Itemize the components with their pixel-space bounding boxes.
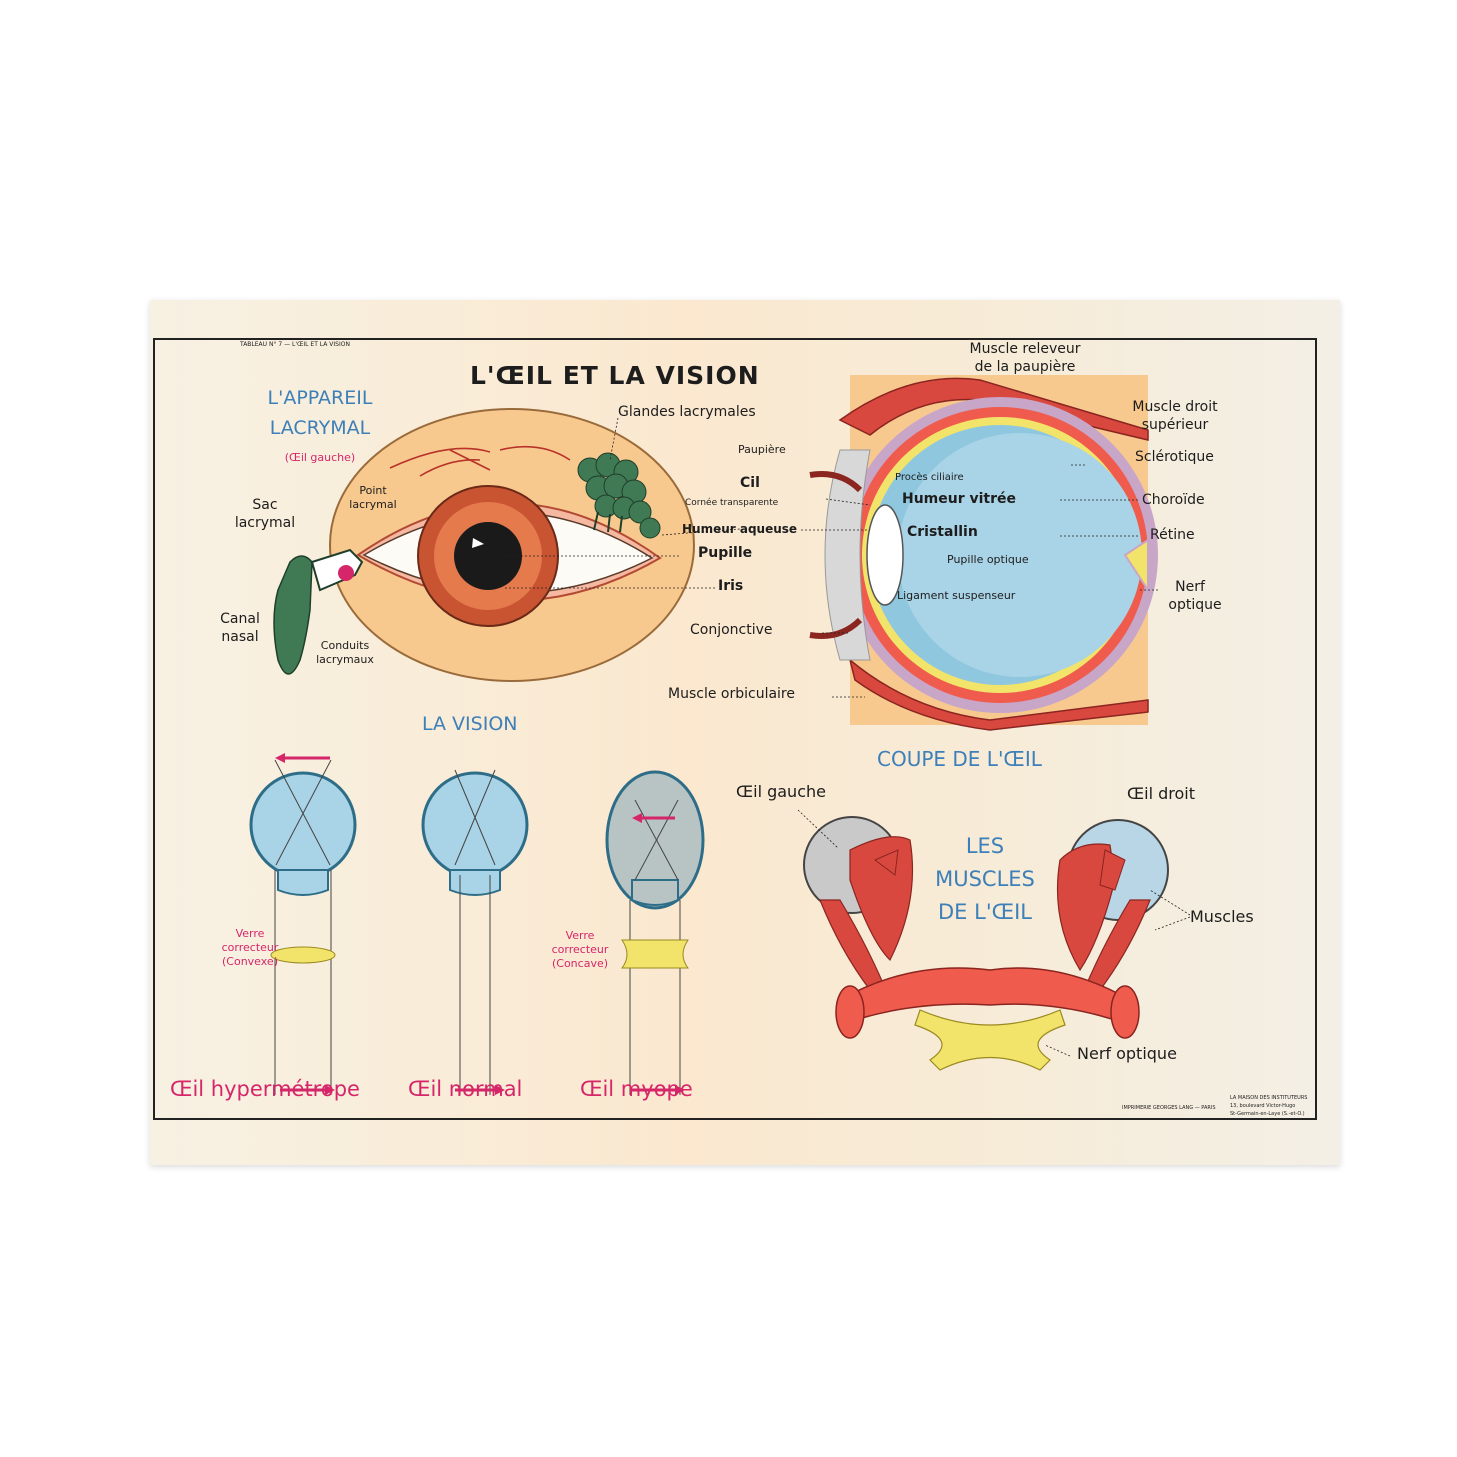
verre1-line2: correcteur [221,941,279,954]
leader-lines [505,417,1191,1057]
label-conduits-line2: lacrymaux [316,653,374,666]
label-oeil-droit: Œil droit [1127,784,1195,803]
label-canal-line2: nasal [221,629,259,645]
label-droit-line1: Muscle droit [1132,399,1218,415]
lacrymal-subtitle: (Œil gauche) [284,451,356,464]
lacrymal-heading-line1: L'APPAREIL [267,387,373,409]
muscles-title-line1: LES [965,834,1005,858]
footer-imprimerie: IMPRIMERIE GEORGES LANG — PARIS [1122,1105,1216,1111]
label-oeil-myope: Œil myope [580,1077,693,1101]
label-oeil-hypermetrope: Œil hypermétrope [170,1077,360,1101]
label-cornee: Cornée transparente [685,498,779,508]
muscles-title-line2: MUSCLES [935,867,1035,891]
label-sac-line1: Sac [252,497,278,513]
label-sac-line2: lacrymal [234,515,296,531]
footer-maison-line1: LA MAISON DES INSTITUTEURS [1230,1095,1308,1101]
lacrymal-heading-line2: LACRYMAL [269,417,371,439]
label-retine: Rétine [1150,527,1195,543]
label-proces: Procès ciliaire [895,472,964,483]
vision-normal [421,769,529,1095]
label-muscles: Muscles [1190,907,1254,926]
label-sclerotique: Sclérotique [1135,449,1214,465]
muscles-title-line3: DE L'ŒIL [938,900,1032,924]
vision-hypermetrope [249,753,357,1095]
anatomy-poster: TABLEAU N° 7 — L'ŒIL ET LA VISION L'ŒIL … [150,300,1340,1165]
label-nerf-line1: Nerf [1175,579,1205,595]
label-pupille-optique: Pupille optique [947,553,1029,566]
label-humeur-aqueuse: Humeur aqueuse [682,522,798,536]
verre2-line1: Verre [565,929,595,942]
verre1-line3: (Convexe) [222,955,278,968]
label-point-line1: Point [359,484,387,497]
vision-myope [605,770,705,1095]
verre2-line3: (Concave) [551,957,609,970]
label-conduits-line1: Conduits [320,639,370,652]
label-nerf-optique: Nerf optique [1077,1044,1177,1063]
label-conjonctive: Conjonctive [690,622,773,638]
vision-heading: LA VISION [422,713,518,735]
poster-illustrations [249,375,1191,1095]
verre1-line1: Verre [235,927,265,940]
label-orbiculaire: Muscle orbiculaire [668,686,795,702]
label-oeil-gauche: Œil gauche [736,782,826,801]
poster-frame [153,338,1317,1120]
label-iris: Iris [718,578,744,594]
label-droit-line2: supérieur [1141,417,1209,433]
label-releveur-line2: de la paupière [974,359,1076,375]
poster-header-small: TABLEAU N° 7 — L'ŒIL ET LA VISION [240,341,350,348]
coupe-title: COUPE DE L'ŒIL [877,747,1042,771]
label-nerf-line2: optique [1168,597,1222,613]
label-cil: Cil [740,475,760,491]
label-glandes: Glandes lacrymales [618,404,756,420]
footer-maison-line3: St-Germain-en-Laye (S.-et-O.) [1230,1111,1305,1117]
label-ligament: Ligament suspenseur [897,589,1016,602]
eye-cross-section [809,375,1158,731]
poster-title: L'ŒIL ET LA VISION [470,361,760,390]
label-cristallin: Cristallin [907,524,978,540]
label-paupiere: Paupière [738,443,786,456]
lacrymal-eye-illustration [273,408,695,682]
verre2-line2: correcteur [551,943,609,956]
label-canal-line1: Canal [220,611,260,627]
eye-muscles-illustration [803,816,1169,1071]
label-pupille: Pupille [698,545,753,561]
label-oeil-normal: Œil normal [408,1077,523,1101]
label-choroide: Choroïde [1142,492,1205,508]
label-point-line2: lacrymal [349,498,397,511]
footer-maison-line2: 13, boulevard Victor-Hugo [1230,1103,1296,1109]
label-humeur-vitree: Humeur vitrée [902,491,1017,507]
label-releveur-line1: Muscle releveur [969,341,1081,357]
